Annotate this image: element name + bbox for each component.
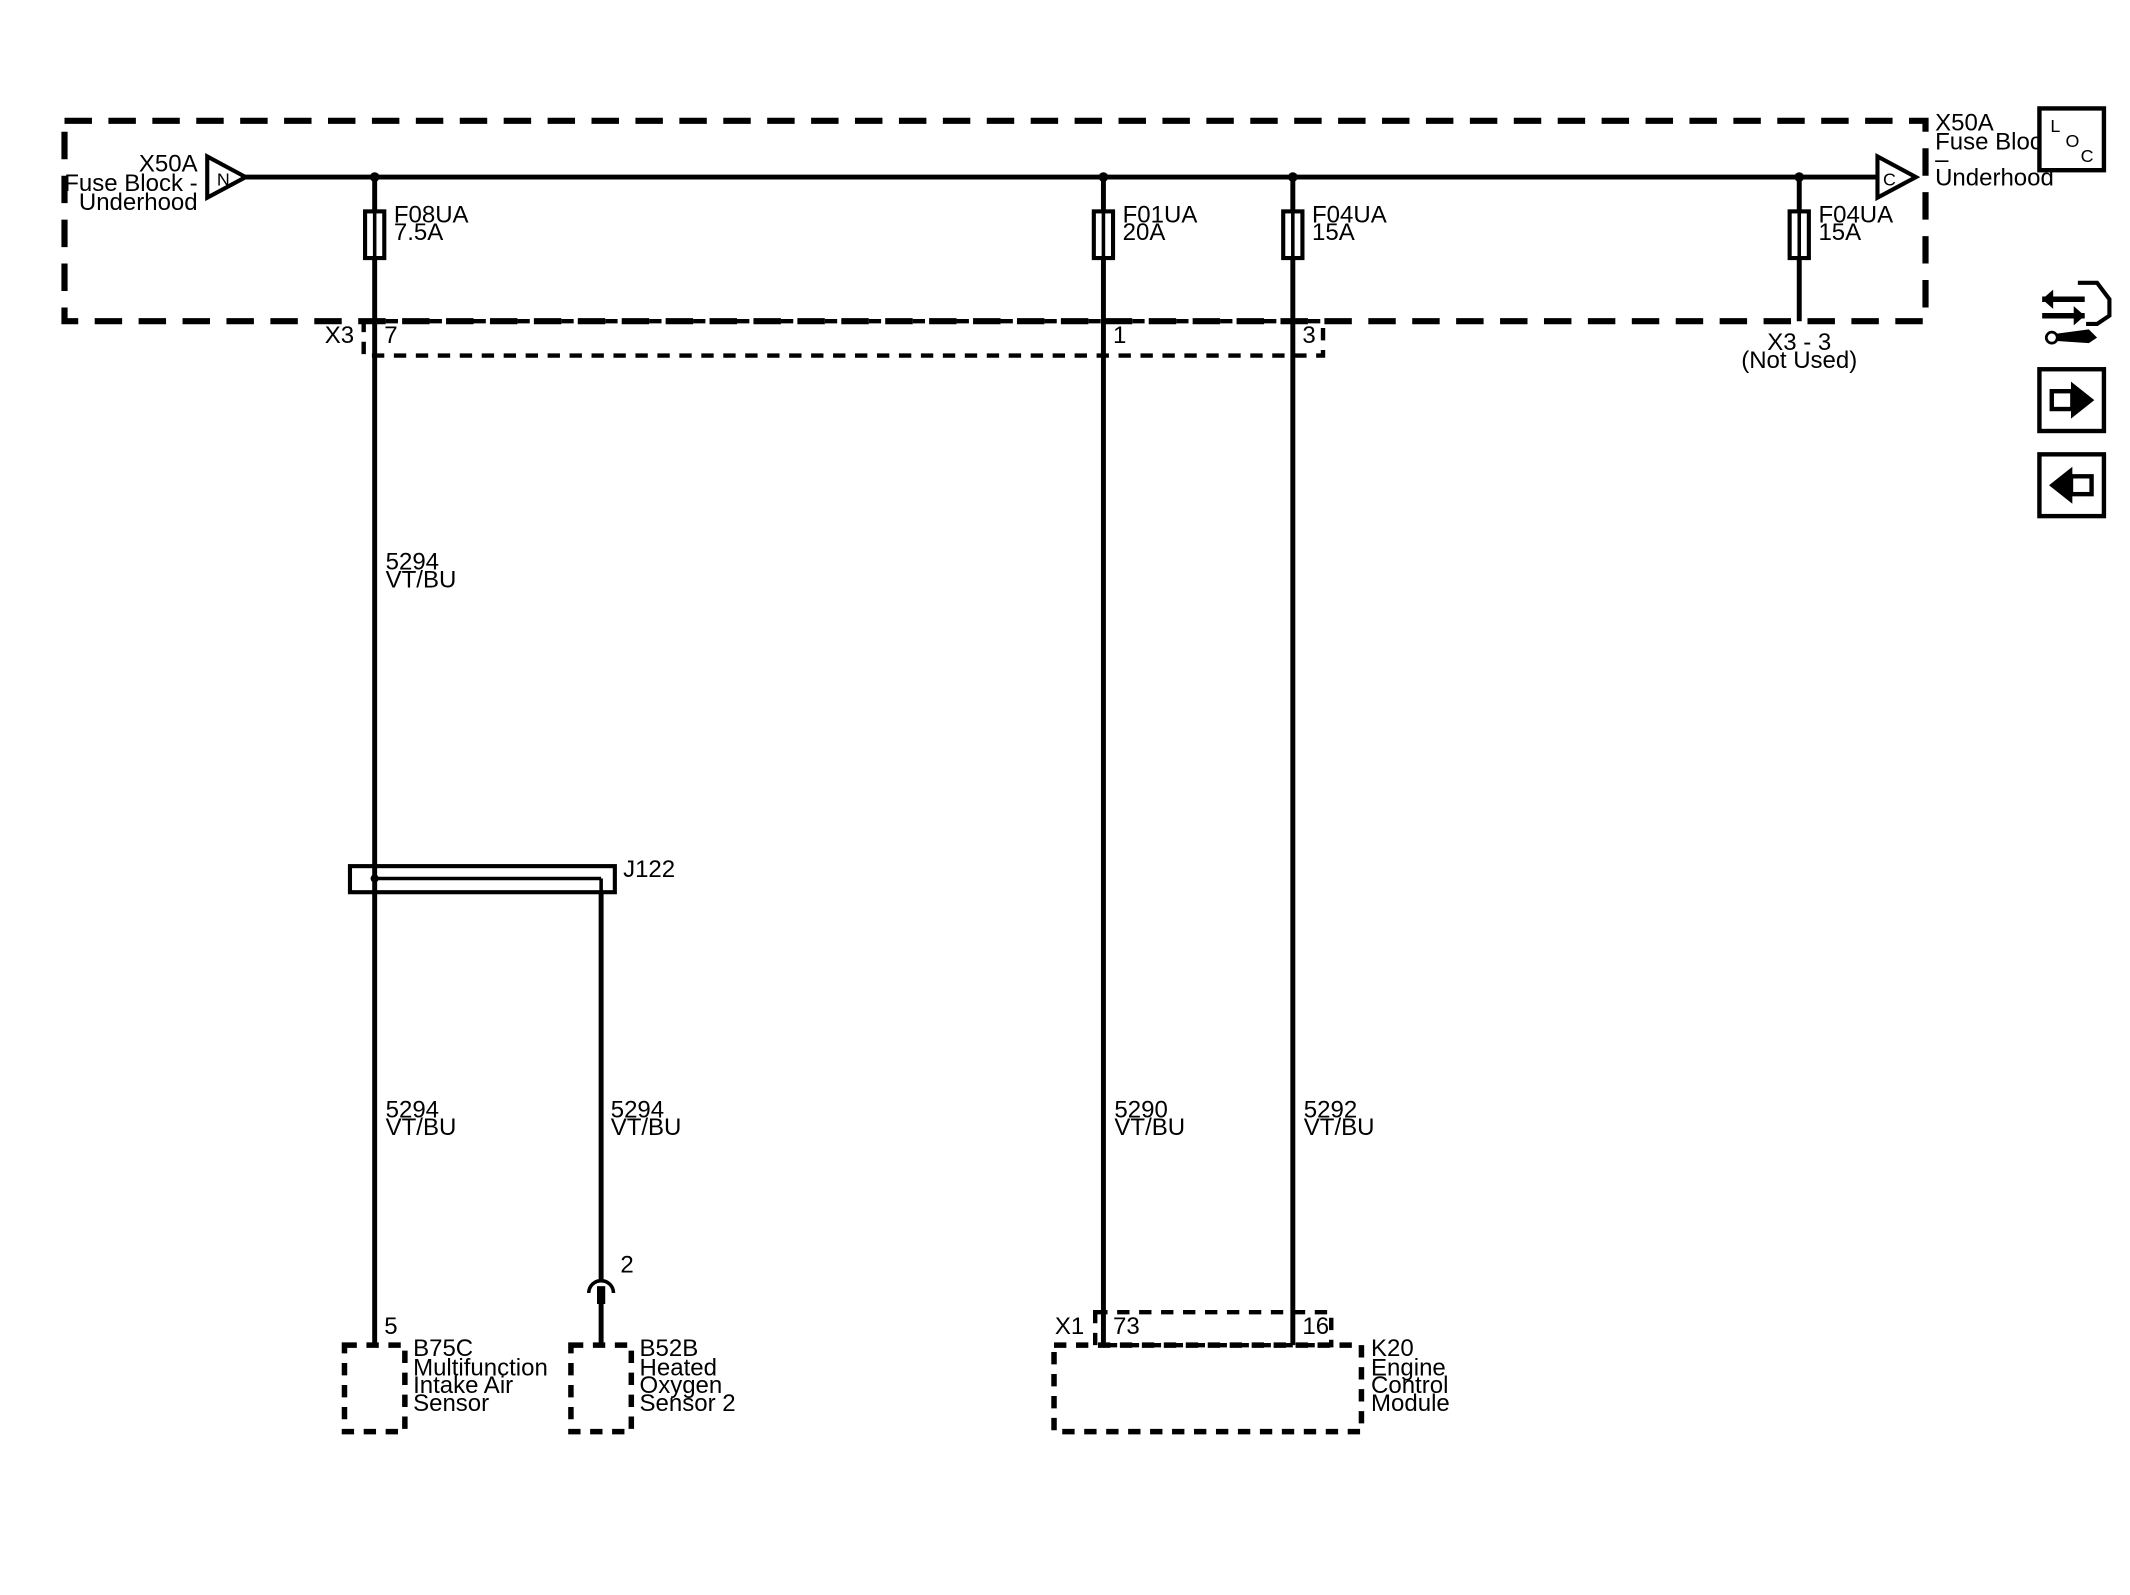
svg-text:Sensor 2: Sensor 2 [640,1390,736,1417]
fuse-block-right-label: X50A Fuse Block – Underhood [1935,109,2055,191]
wire-label-5294-lower-right: 5294 VT/BU [611,1096,682,1141]
connector-repair-button[interactable] [2036,274,2112,346]
wire-label-5294-upper: 5294 VT/BU [386,549,457,594]
fuse-f04ua-unused: F04UA 15A [1787,201,1893,261]
arrow-left-icon [2049,466,2094,504]
svg-text:Control: Control [1371,1372,1448,1399]
wire-label-5290: 5290 VT/BU [1114,1096,1185,1141]
component-b52b-heated-oxygen-sensor: B52B Heated Oxygen Sensor 2 [568,1335,736,1435]
x3-pin-7: 7 [384,322,397,349]
wire-label-5292: 5292 VT/BU [1304,1096,1375,1141]
next-page-button[interactable] [2037,367,2107,434]
svg-text:X1: X1 [1055,1313,1084,1340]
svg-text:–: – [1935,146,1949,173]
fuse-block-left-label: X50A Fuse Block - Underhood [64,151,197,216]
svg-text:F04UA: F04UA [1312,201,1387,228]
svg-text:5292: 5292 [1304,1096,1357,1123]
svg-text:20A: 20A [1123,219,1166,246]
location-button[interactable]: L O C [2037,106,2107,173]
svg-text:Module: Module [1371,1390,1450,1417]
fuse-f04ua: F04UA 15A [1281,201,1387,261]
component-k20-engine-control-module: X1 73 16 K20 Engine Control Module [1051,1310,1450,1435]
svg-text:VT/BU: VT/BU [386,566,457,593]
wire-label-5294-lower-left: 5294 VT/BU [386,1096,457,1141]
svg-text:B75C: B75C [413,1335,473,1362]
svg-text:Intake Air: Intake Air [413,1372,513,1399]
x3-not-used-label: X3 - 3 (Not Used) [1741,329,1857,374]
svg-text:Sensor: Sensor [413,1390,489,1417]
b52b-inline-connector: 2 [586,1251,634,1346]
svg-text:15A: 15A [1312,219,1355,246]
x3-connector-label: X3 [325,322,354,349]
svg-text:Fuse Block: Fuse Block [1935,129,2055,156]
svg-text:5294: 5294 [386,1096,439,1123]
fuse-f01ua: F01UA 20A [1091,201,1198,261]
svg-text:C: C [1883,169,1896,189]
svg-text:X50A: X50A [139,151,198,178]
svg-text:VT/BU: VT/BU [386,1114,457,1141]
fuse-f08ua: F08UA 7.5A [363,201,469,261]
svg-text:73: 73 [1113,1313,1140,1340]
connector-repair-icon [2042,280,2112,345]
svg-text:5294: 5294 [386,549,439,576]
svg-text:7.5A: 7.5A [394,219,443,246]
svg-text:K20: K20 [1371,1335,1414,1362]
svg-text:O: O [2065,131,2079,151]
x3-pin-1: 1 [1113,322,1126,349]
arrow-right-icon [2049,381,2095,419]
svg-text:F04UA: F04UA [1818,201,1893,228]
svg-text:Underhood: Underhood [1935,164,2054,191]
svg-text:Oxygen: Oxygen [640,1372,723,1399]
svg-text:X50A: X50A [1935,109,1994,136]
previous-page-button[interactable] [2037,452,2107,519]
component-b75c-intake-air-sensor: 5 B75C Multifunction Intake Air Sensor [341,1313,548,1435]
svg-text:Multifunction: Multifunction [413,1354,548,1381]
svg-text:16: 16 [1302,1313,1329,1340]
svg-text:Engine: Engine [1371,1354,1446,1381]
fuse-block-output-pin-c: C [1875,153,1921,202]
svg-text:Underhood: Underhood [79,189,198,216]
svg-text:5294: 5294 [611,1096,664,1123]
svg-text:N: N [217,169,230,189]
svg-text:Fuse Block -: Fuse Block - [64,170,197,197]
x3-connector-outline [361,319,1326,358]
svg-text:J122: J122 [623,856,675,883]
svg-text:2: 2 [620,1251,633,1278]
svg-text:15A: 15A [1818,219,1861,246]
svg-text:B52B: B52B [640,1335,699,1362]
fuse-block-outline [61,117,1929,325]
svg-text:VT/BU: VT/BU [611,1114,682,1141]
svg-text:C: C [2081,146,2094,166]
x3-pin-3: 3 [1302,322,1315,349]
svg-text:VT/BU: VT/BU [1114,1114,1185,1141]
svg-text:F01UA: F01UA [1123,201,1198,228]
svg-text:5290: 5290 [1114,1096,1167,1123]
svg-text:Heated: Heated [640,1354,717,1381]
svg-text:F08UA: F08UA [394,201,469,228]
svg-text:L: L [2050,116,2060,136]
svg-text:X3 - 3: X3 - 3 [1767,329,1831,356]
svg-text:(Not Used): (Not Used) [1741,347,1857,374]
splice-j122: J122 [347,856,675,895]
svg-text:VT/BU: VT/BU [1304,1114,1375,1141]
fuse-block-input-pin-n: N [205,153,251,202]
svg-text:5: 5 [384,1313,397,1340]
